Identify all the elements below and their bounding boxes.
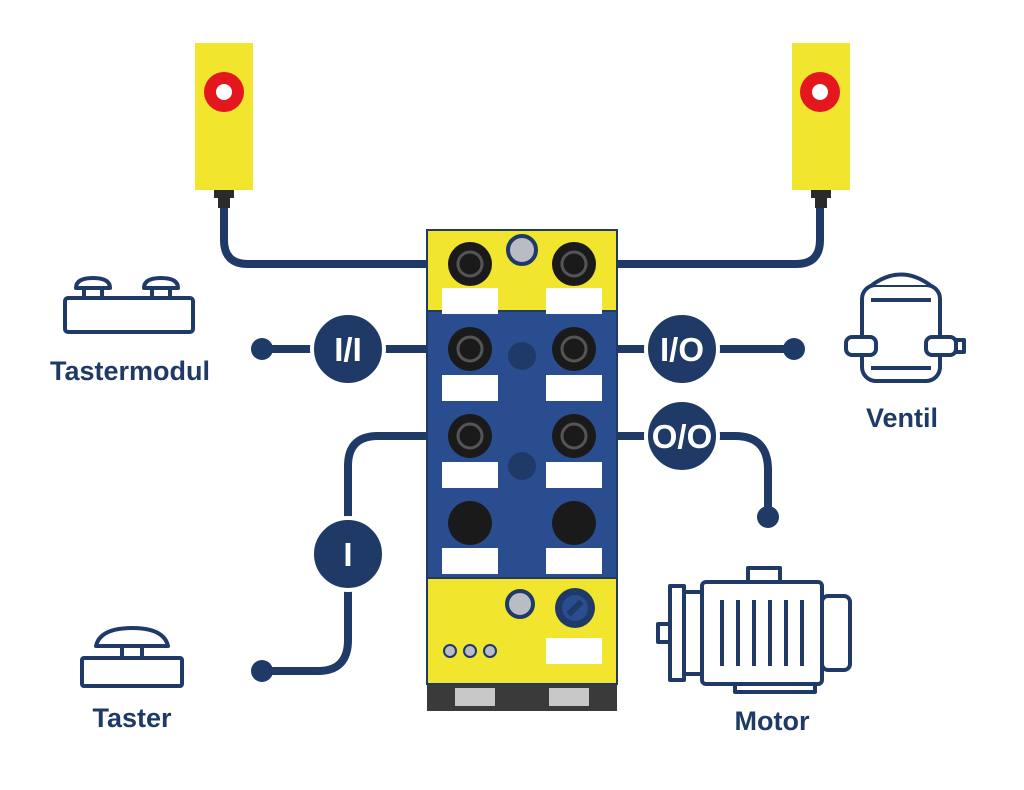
- cable-left-sensor: [220, 201, 472, 268]
- badge-io: I/O: [644, 311, 720, 387]
- badge-i-text: I: [343, 536, 352, 573]
- rotary-switch-icon: [555, 588, 595, 628]
- sensor-left: [195, 43, 253, 208]
- status-led-top: [506, 234, 538, 266]
- endpoint-ventil: [783, 338, 805, 360]
- badge-ii-text: I/I: [334, 331, 362, 368]
- tastermodul-icon: [63, 276, 195, 334]
- port-x7: [448, 501, 492, 545]
- badge-io-text: I/O: [660, 331, 704, 368]
- endpoint-taster: [251, 660, 273, 682]
- badge-i: I: [310, 516, 386, 592]
- motor-icon: [656, 566, 852, 694]
- io-module: [426, 229, 618, 711]
- label-motor: Motor: [735, 706, 810, 736]
- status-led-bottom: [505, 589, 535, 619]
- status-leds-row: [443, 644, 497, 658]
- sensor-right: [792, 43, 850, 208]
- endpoint-motor: [757, 506, 779, 528]
- port-x3: [448, 327, 492, 371]
- cable-motor: [568, 432, 772, 521]
- badge-oo: O/O: [644, 398, 720, 474]
- port-x6: [552, 414, 596, 458]
- label-ventil: Ventil: [866, 403, 938, 433]
- endpoint-tastermodul: [251, 338, 273, 360]
- status-led-mid-2: [508, 452, 536, 480]
- port-x1: [448, 242, 492, 286]
- port-x2: [552, 242, 596, 286]
- label-taster: Taster: [92, 703, 172, 733]
- cable-endpoints: [251, 338, 805, 682]
- taster-icon: [80, 626, 184, 688]
- badge-ii: I/I: [310, 311, 386, 387]
- badge-oo-text: O/O: [652, 418, 713, 455]
- port-x8: [552, 501, 596, 545]
- port-x5: [448, 414, 492, 458]
- ventil-icon: [844, 272, 966, 383]
- status-led-mid-1: [508, 342, 536, 370]
- port-x4: [552, 327, 596, 371]
- label-plates: [442, 288, 602, 664]
- cable-right-sensor: [568, 201, 824, 268]
- label-tastermodul: Tastermodul: [50, 356, 210, 386]
